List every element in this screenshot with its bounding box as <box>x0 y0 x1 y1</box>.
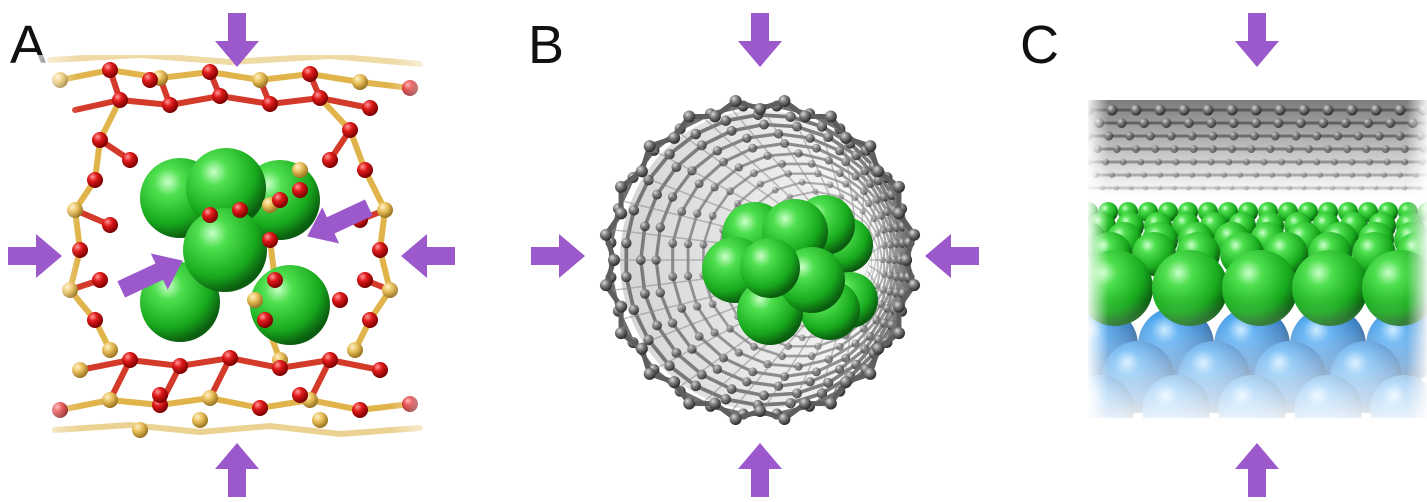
arrow-a-bottom <box>215 443 259 497</box>
panel-label-b: B <box>528 15 565 75</box>
arrow-a-left <box>8 234 62 278</box>
arrow-b-top <box>738 13 782 67</box>
panel-label-c: C <box>1020 15 1059 75</box>
panel-a-fade <box>30 55 440 450</box>
arrow-b-left <box>531 234 585 278</box>
panel-b-nanotube <box>599 94 921 426</box>
arrow-c-bottom <box>1235 443 1279 497</box>
arrow-a-inner-left <box>117 253 183 298</box>
arrow-a-inner-right <box>307 199 373 244</box>
arrow-b-bottom <box>738 443 782 497</box>
green-cluster-b <box>702 195 878 345</box>
arrow-b-right <box>925 234 979 278</box>
arrow-a-right <box>401 234 455 278</box>
nanotube-front-ring <box>599 94 921 426</box>
panel-c-layered <box>1088 100 1427 418</box>
arrow-a-top <box>215 13 259 67</box>
pressure-arrows <box>8 13 1279 497</box>
arrow-c-top <box>1235 13 1279 67</box>
